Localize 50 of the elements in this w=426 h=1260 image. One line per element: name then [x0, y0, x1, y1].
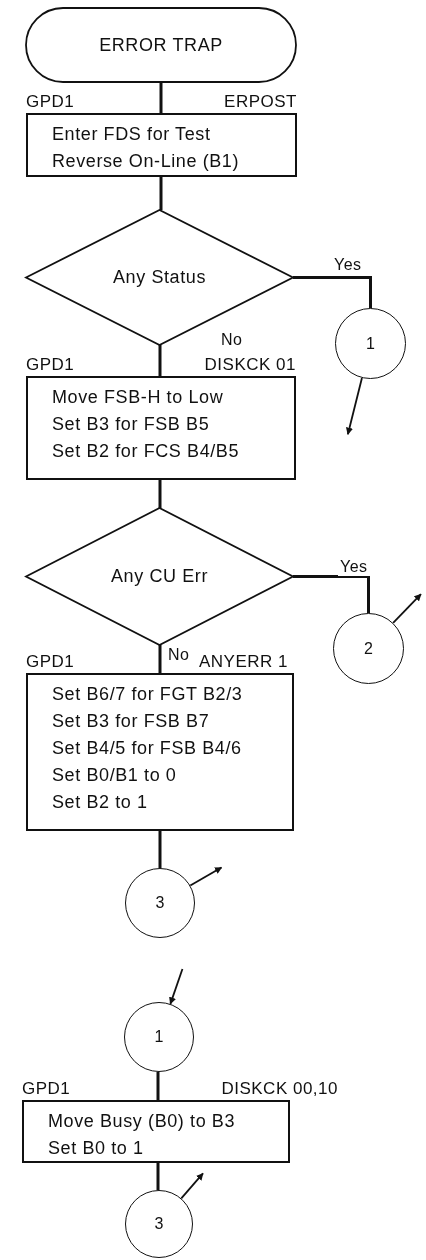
module-label: GPD1 — [26, 355, 75, 375]
step-text: Set B6/7 for FGT B2/3 — [52, 683, 244, 706]
flow-line — [158, 831, 162, 868]
arrow — [392, 593, 422, 624]
arrow — [189, 866, 223, 887]
flow-line — [158, 645, 162, 673]
step-text: ERROR TRAP — [99, 33, 223, 57]
step-text: Move Busy (B0) to B3 — [48, 1110, 237, 1133]
routine-label: DISKCK 01 — [204, 355, 296, 375]
flow-line — [293, 276, 372, 308]
step-text: Any CU Err — [111, 565, 208, 588]
terminal-shape — [26, 8, 296, 82]
process-box — [22, 1100, 290, 1163]
step-text: Set B0/B1 to 0 — [52, 764, 178, 787]
connector-number: 3 — [155, 894, 165, 912]
step-text: Set B3 for FSB B7 — [52, 710, 211, 733]
flow-line — [156, 1163, 160, 1190]
module-label: GPD1 — [26, 92, 75, 112]
edge-label: Yes — [338, 558, 370, 576]
arrow — [345, 377, 363, 436]
step-text: Set B2 to 1 — [52, 791, 149, 814]
step-text: Set B3 for FSB B5 — [52, 413, 211, 436]
process-box — [26, 376, 296, 480]
decision-diamond — [26, 508, 293, 645]
arrow — [169, 968, 184, 1005]
module-label: GPD1 — [22, 1079, 71, 1099]
connector-number: 2 — [364, 639, 373, 658]
decision-diamond — [26, 210, 293, 345]
flow-line — [158, 345, 162, 376]
flow-line — [159, 82, 163, 113]
step-text: Any Status — [112, 266, 206, 289]
flow-line — [159, 177, 163, 210]
step-text: Move FSB-H to Low — [52, 386, 225, 409]
arrow — [180, 1172, 204, 1200]
module-label: GPD1 — [26, 652, 75, 672]
routine-label: ANYERR 1 — [198, 652, 288, 672]
connector-number: 1 — [366, 334, 375, 353]
flow-line — [156, 1072, 160, 1100]
process-box — [26, 673, 294, 831]
process-box — [26, 113, 297, 177]
connector-number: 1 — [154, 1028, 164, 1046]
routine-label: ERPOST — [224, 92, 297, 112]
step-text: Set B0 to 1 — [48, 1137, 145, 1160]
routine-label: DISKCK 00,10 — [221, 1079, 338, 1099]
connector-number: 3 — [154, 1215, 164, 1233]
step-text: Set B4/5 for FSB B4/6 — [52, 737, 243, 760]
flow-line — [293, 575, 370, 613]
flow-line — [158, 480, 162, 508]
step-text: Set B2 for FCS B4/B5 — [52, 440, 241, 463]
step-text: Enter FDS for Test Reverse On-Line (B1) — [52, 123, 241, 173]
